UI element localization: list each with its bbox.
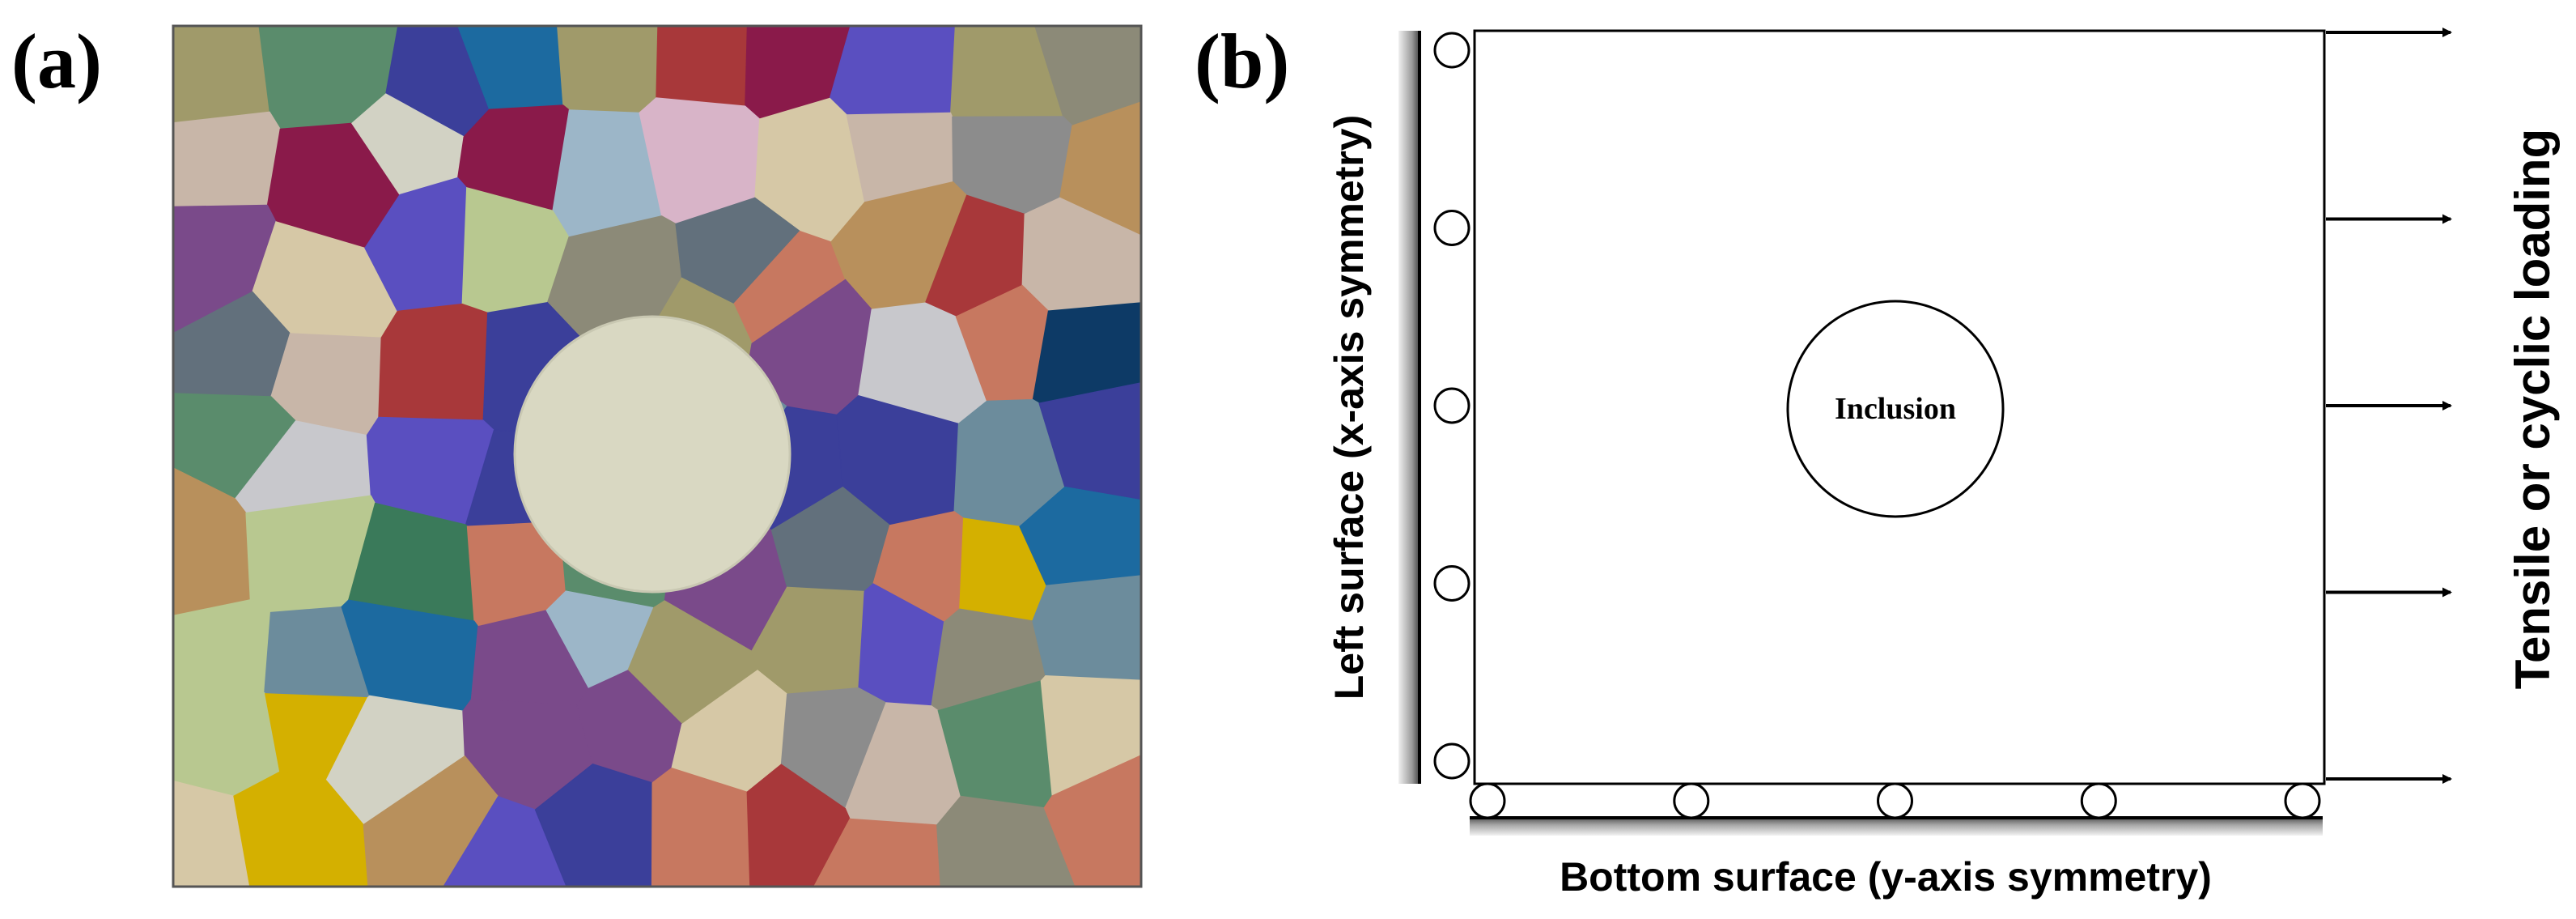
grain-cell <box>1043 755 1141 887</box>
left-roller <box>1433 387 1470 424</box>
panel-a-label: (a) <box>11 18 102 104</box>
grain-cell <box>173 599 271 709</box>
grain-cell <box>1032 575 1141 681</box>
grain-cell <box>829 26 956 116</box>
grain-frame <box>172 24 1143 888</box>
grain-microstructure <box>172 24 1143 888</box>
left-roller <box>1433 742 1470 780</box>
loading-label: Tensile or cyclic loading <box>2506 129 2560 689</box>
panel-b-label: (b) <box>1195 18 1289 104</box>
grain-cell <box>378 303 489 421</box>
left-roller <box>1433 210 1470 246</box>
loading-arrows <box>2326 28 2452 784</box>
bottom-floor <box>1470 818 2323 836</box>
inclusion-particle <box>513 315 791 594</box>
left-roller <box>1433 565 1470 602</box>
left-surface-label: Left surface (x-axis symmetry) <box>1326 115 1372 700</box>
bottom-surface-label: Bottom surface (y-axis symmetry) <box>1560 854 2212 900</box>
grain-cell <box>1019 486 1141 586</box>
left-rollers <box>1433 32 1470 780</box>
grain-cell <box>557 26 659 113</box>
bottom-roller <box>2080 782 2117 819</box>
grain-cell <box>173 111 281 207</box>
inclusion-label: Inclusion <box>1835 392 1956 426</box>
bottom-rollers <box>1469 782 2321 819</box>
grain-cell <box>656 26 748 107</box>
grain-cell <box>1040 674 1141 797</box>
bottom-roller <box>1469 782 1506 819</box>
left-roller <box>1433 32 1470 69</box>
bottom-roller <box>1877 782 1913 819</box>
boundary-schematic: Inclusion Left surface (x-axis symmetry)… <box>1326 28 2560 900</box>
left-wall <box>1398 31 1420 784</box>
grain-cell <box>173 26 270 124</box>
bottom-roller <box>2284 782 2321 819</box>
bottom-roller <box>1673 782 1710 819</box>
inclusion-circle <box>1786 300 2005 518</box>
